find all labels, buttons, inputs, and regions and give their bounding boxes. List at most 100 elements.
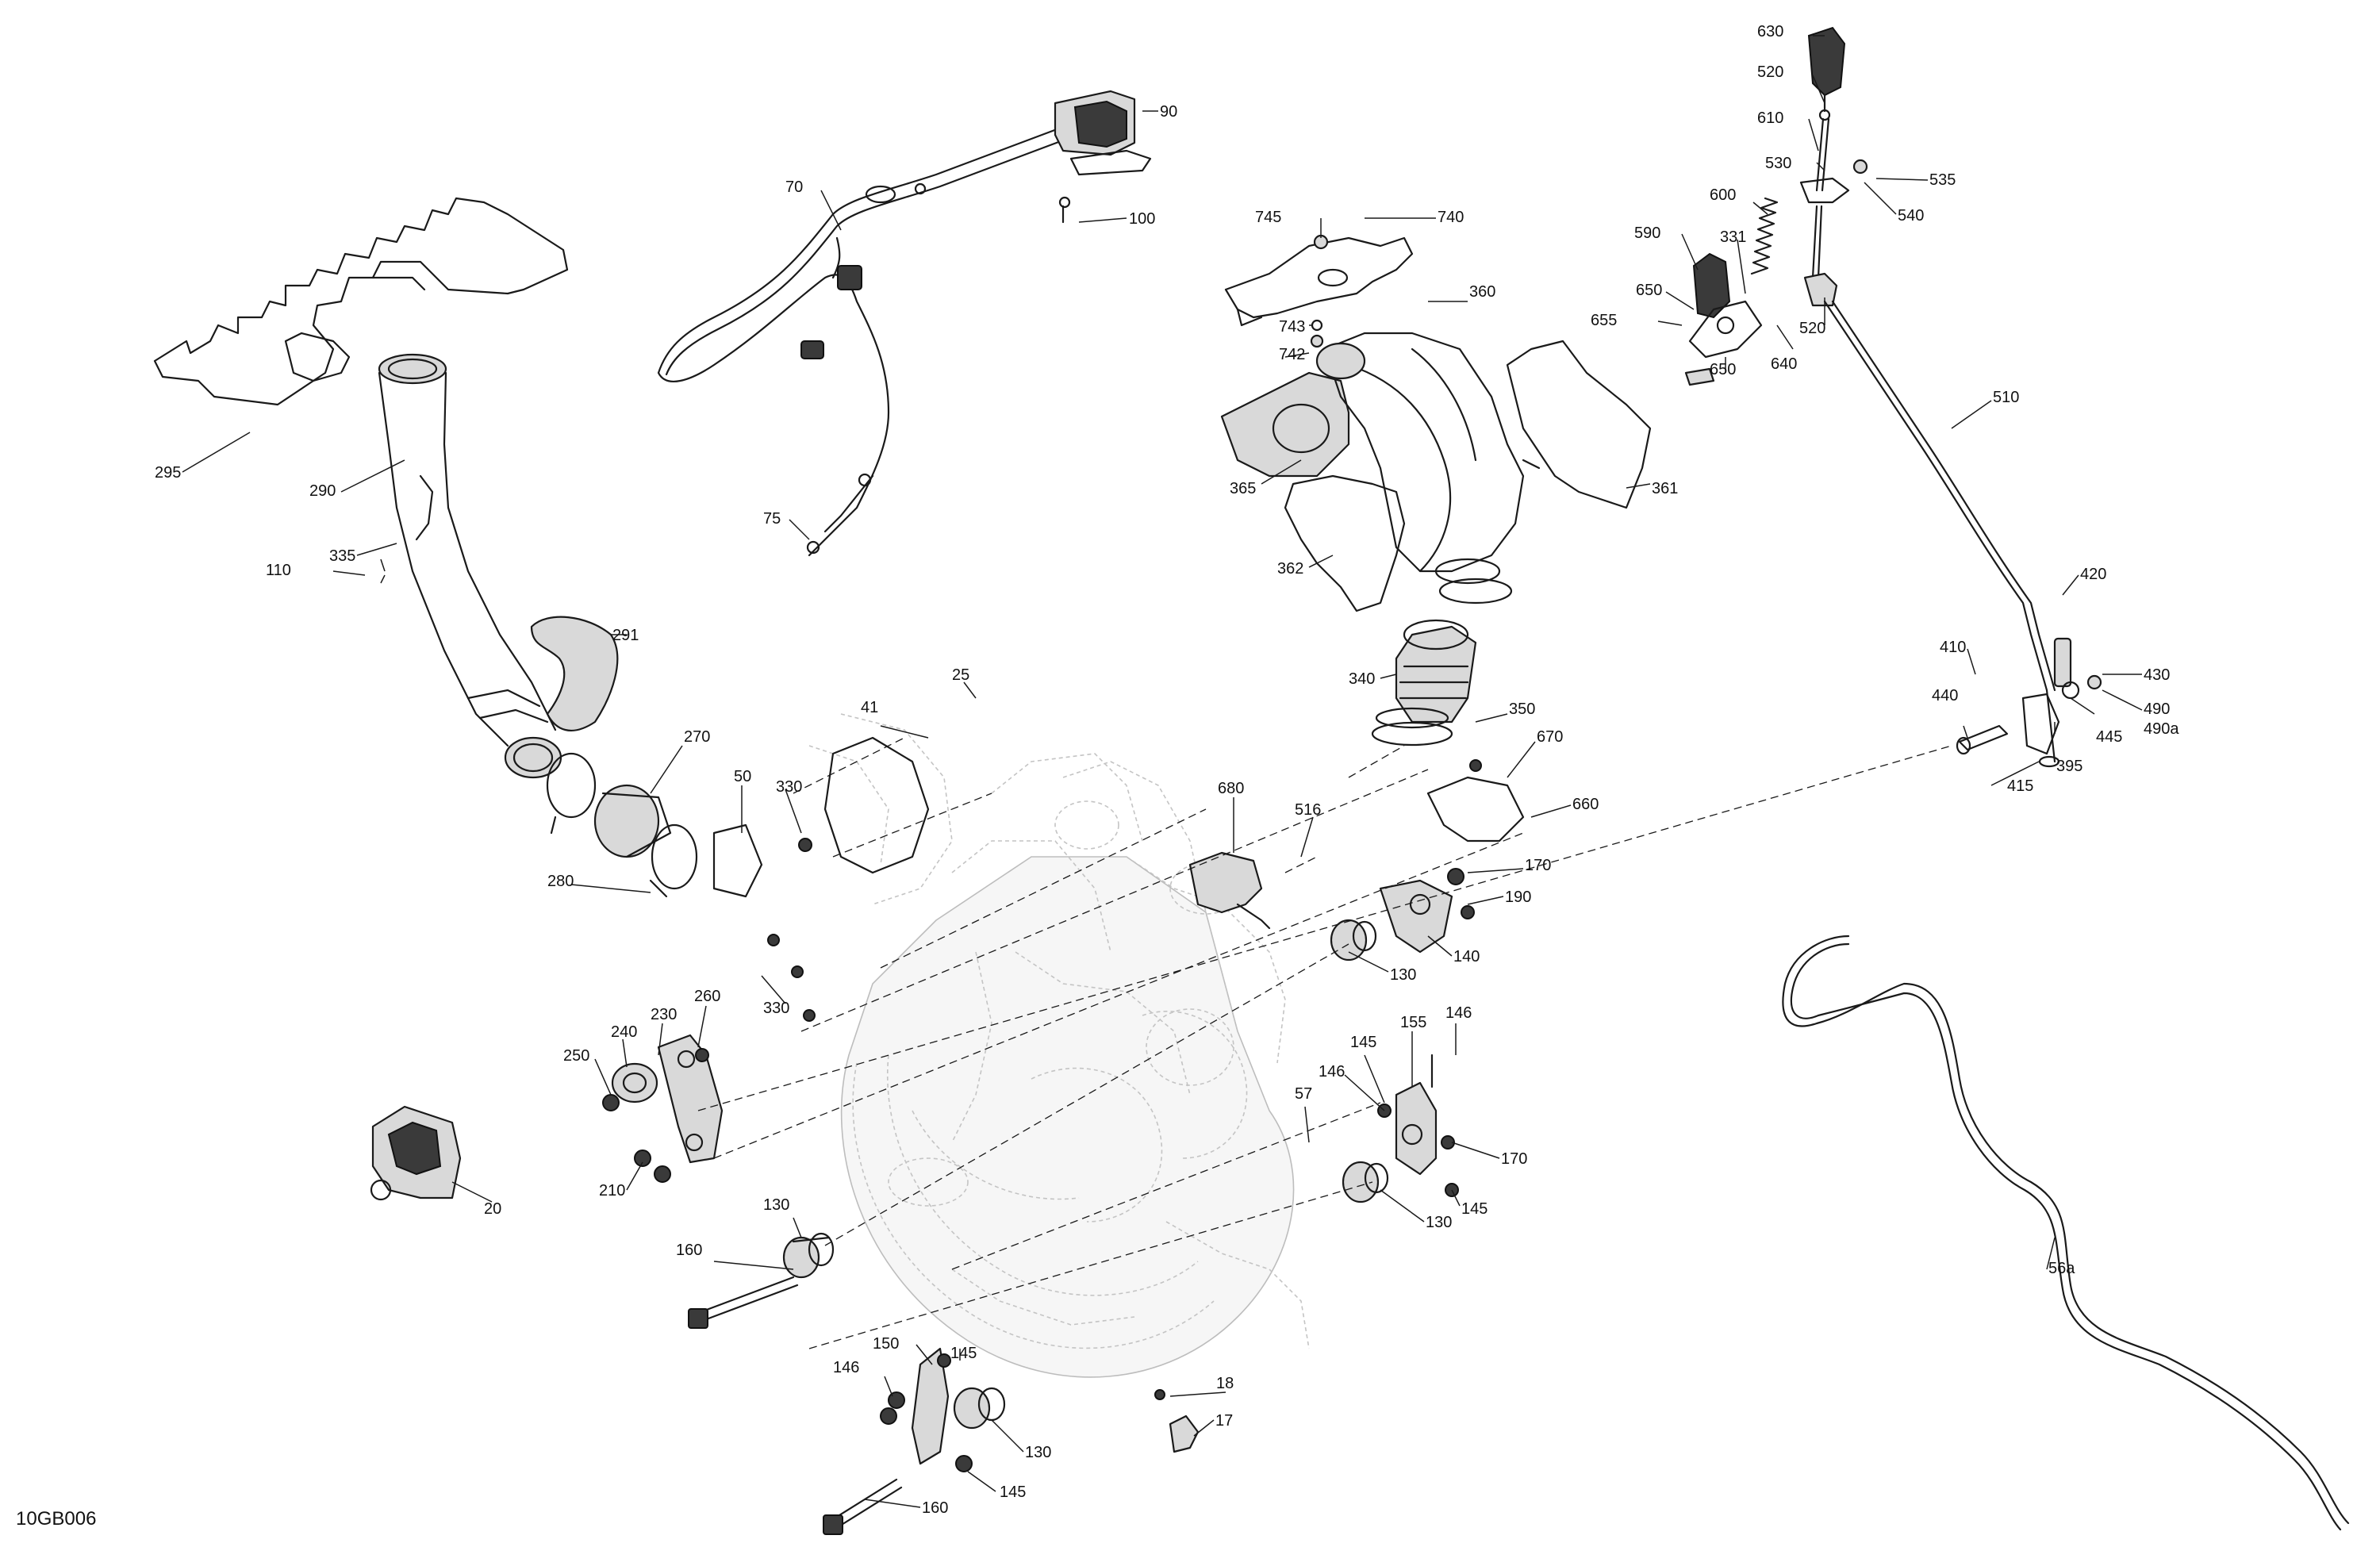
callout: 20 (484, 1200, 501, 1218)
bracket-680 (1188, 851, 1271, 930)
callout: 146 (833, 1359, 859, 1376)
callout: 660 (1572, 796, 1599, 813)
callout: 155 (1400, 1014, 1426, 1031)
callout: 240 (611, 1023, 637, 1041)
callout: 350 (1509, 700, 1535, 718)
callout: 530 (1765, 155, 1791, 172)
cover-660 (1426, 759, 1525, 843)
callout: 335 (329, 547, 355, 565)
callout: 146 (1445, 1004, 1472, 1022)
callout: 610 (1757, 109, 1783, 127)
callout: 516 (1295, 801, 1321, 819)
callout: 25 (952, 666, 969, 684)
callout: 295 (155, 464, 181, 482)
heat-shield-362 (1284, 474, 1406, 612)
callout: 130 (763, 1196, 789, 1214)
reference-code: 10GB006 (16, 1508, 96, 1530)
callout: 590 (1634, 225, 1660, 242)
callout: 420 (2080, 566, 2106, 583)
callout: 540 (1898, 207, 1924, 225)
callout: 130 (1025, 1444, 1051, 1461)
callout: 250 (563, 1047, 589, 1065)
leader-lines (182, 35, 2143, 1508)
callout: 650 (1636, 282, 1662, 299)
bolt-160-bottom (823, 1478, 903, 1535)
callout: 90 (1160, 103, 1177, 121)
callout: 210 (599, 1182, 625, 1199)
callout: 630 (1757, 23, 1783, 40)
callout-labels: 630 520 90 610 535 530 540 70 600 100 74… (155, 23, 2179, 1517)
callout: 490 (2144, 700, 2170, 718)
callout: 430 (2144, 666, 2170, 684)
callout: 650 (1710, 361, 1736, 378)
callout: 331 (1720, 228, 1746, 246)
callout: 290 (309, 482, 336, 500)
bushing-130-bottom (953, 1387, 1006, 1430)
exhaust-pipe-290 (378, 353, 562, 779)
callout: 743 (1279, 318, 1305, 336)
bushing-130-left (782, 1232, 835, 1279)
callout: 57 (1295, 1085, 1312, 1103)
mount-bracket-150 (880, 1347, 973, 1472)
callout: 680 (1218, 780, 1244, 797)
spring-600 (1750, 197, 1779, 275)
callout: 362 (1277, 560, 1303, 578)
heat-shield-361 (1506, 340, 1652, 509)
switch-90 (1054, 90, 1152, 224)
callout: 291 (612, 627, 639, 644)
callout: 745 (1255, 209, 1281, 226)
callout: 365 (1230, 480, 1256, 497)
callout: 395 (2056, 758, 2082, 775)
callout: 18 (1216, 1375, 1234, 1392)
heat-shield-291 (530, 616, 619, 731)
callout: 535 (1929, 171, 1956, 189)
bracket-740 (1224, 234, 1414, 348)
heat-shield-295 (153, 197, 569, 406)
callout: 340 (1349, 670, 1375, 688)
shift-rod-linkage (1956, 637, 2102, 768)
callout: 410 (1940, 639, 1966, 656)
hose-56a (1782, 935, 2350, 1531)
cover-20 (370, 1105, 462, 1201)
engine-mount-right-155 (1342, 1054, 1459, 1203)
callout: 655 (1591, 312, 1617, 329)
callout: 445 (2096, 728, 2122, 746)
callout: 150 (873, 1335, 899, 1353)
callout: 190 (1505, 889, 1531, 906)
callout: 740 (1438, 209, 1464, 226)
callout: 170 (1501, 1150, 1527, 1168)
callout: 41 (861, 699, 878, 716)
engine-ghost-outline (808, 713, 1310, 1378)
lever-590 (1684, 252, 1763, 386)
callout: 440 (1932, 687, 1958, 704)
callout: 130 (1426, 1214, 1452, 1231)
clamp-coupler-assembly (546, 752, 698, 898)
callout: 510 (1993, 389, 2019, 406)
sensor-75 (806, 473, 874, 555)
callout: 360 (1469, 283, 1495, 301)
bolt-160-lower-left (688, 1276, 799, 1329)
callout: 56a (2048, 1260, 2075, 1277)
callout: 600 (1710, 186, 1736, 204)
engine-mount-left (602, 1034, 724, 1183)
callout: 170 (1525, 857, 1551, 874)
callout: 145 (1350, 1034, 1376, 1051)
callout: 280 (547, 873, 574, 890)
alignment-lines (697, 737, 1952, 1349)
callout: 330 (776, 778, 802, 796)
callout: 490a (2144, 720, 2179, 738)
engine-mount-right-140 (1330, 868, 1475, 961)
callout: 260 (694, 988, 720, 1005)
callout: 145 (1000, 1484, 1026, 1501)
callout: 640 (1771, 355, 1797, 373)
callout: 130 (1390, 966, 1416, 984)
callout: 145 (1461, 1200, 1488, 1218)
callout: 17 (1215, 1412, 1233, 1430)
callout: 520 (1799, 320, 1825, 337)
callout: 75 (763, 510, 781, 528)
callout: 670 (1537, 728, 1563, 746)
muffler-360 (1220, 332, 1541, 585)
callout: 230 (651, 1006, 677, 1023)
callout: 100 (1129, 210, 1155, 228)
